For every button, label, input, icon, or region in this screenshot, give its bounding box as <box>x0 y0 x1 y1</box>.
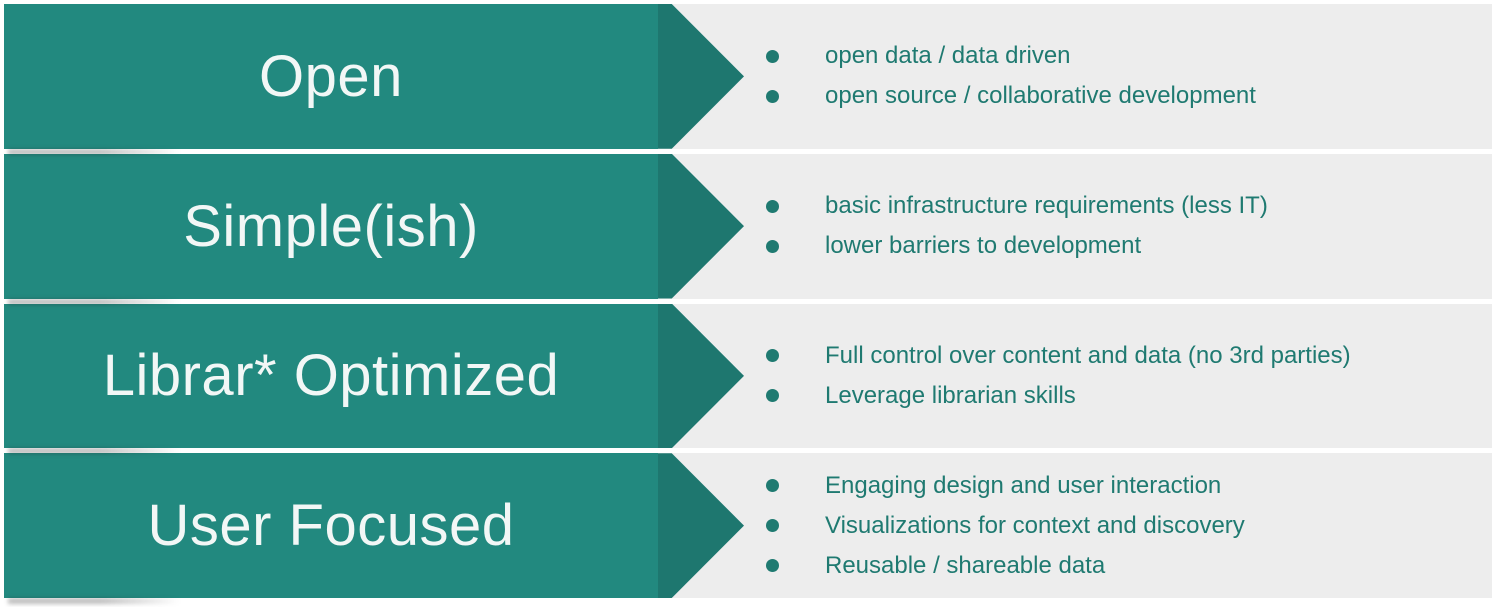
arrow-banner-user-focused: User Focused <box>4 453 744 604</box>
bullet-dot-icon <box>766 559 779 573</box>
bullet-text: open data / data driven <box>825 42 1071 70</box>
bullet-text: Reusable / shareable data <box>825 551 1106 579</box>
arrow-banner-simple: Simple(ish) <box>4 153 744 305</box>
bullet-dot-icon <box>766 199 779 213</box>
bullet-list: basic infrastructure requirements (less … <box>744 193 1268 259</box>
arrow-head-icon <box>658 453 744 598</box>
bullet-item: open data / data driven <box>766 43 1256 69</box>
arrow-banner-body: Open <box>4 4 658 149</box>
bullet-text: Engaging design and user interaction <box>825 471 1222 499</box>
bullet-dot-icon <box>766 49 779 63</box>
feature-row-user-focused: User Focused Engaging design and user in… <box>4 453 1492 604</box>
arrow-head-icon <box>658 303 744 449</box>
bullet-dot-icon <box>766 349 779 363</box>
feature-row-open: Open open data / data driven open source… <box>4 4 1492 155</box>
bullet-text: open source / collaborative development <box>825 82 1256 110</box>
arrow-banner-open: Open <box>4 4 744 155</box>
bullet-dot-icon <box>766 389 779 403</box>
banner-heading: User Focused <box>147 493 515 559</box>
bullet-text: Full control over content and data (no 3… <box>825 341 1351 369</box>
bullet-item: lower barriers to development <box>766 233 1268 259</box>
arrow-banner-librar-optimized: Librar* Optimized <box>4 303 744 455</box>
bullet-item: Leverage librarian skills <box>766 381 1351 409</box>
bullet-list: Full control over content and data (no 3… <box>744 341 1351 409</box>
arrow-banner-body: Librar* Optimized <box>4 303 658 449</box>
arrow-head-icon <box>658 4 744 149</box>
bullet-text: lower barriers to development <box>825 232 1142 260</box>
bullet-item: Full control over content and data (no 3… <box>766 341 1351 369</box>
bullet-list: Engaging design and user interaction Vis… <box>744 471 1245 579</box>
bullet-list: open data / data driven open source / co… <box>744 43 1256 109</box>
bullet-item: Visualizations for context and discovery <box>766 511 1245 539</box>
arrow-banner-body: User Focused <box>4 453 658 598</box>
feature-row-simple: Simple(ish) basic infrastructure require… <box>4 153 1492 305</box>
banner-heading: Librar* Optimized <box>102 343 560 409</box>
bullet-dot-icon <box>766 519 779 533</box>
arrow-banner-body: Simple(ish) <box>4 153 658 299</box>
bullet-item: Reusable / shareable data <box>766 551 1245 579</box>
arrow-head-icon <box>658 153 744 299</box>
feature-row-librar-optimized: Librar* Optimized Full control over cont… <box>4 303 1492 455</box>
bullet-text: Visualizations for context and discovery <box>825 511 1245 539</box>
banner-heading: Open <box>259 43 403 109</box>
bullet-text: basic infrastructure requirements (less … <box>825 192 1268 220</box>
bullet-item: basic infrastructure requirements (less … <box>766 193 1268 219</box>
bullet-dot-icon <box>766 89 779 103</box>
banner-drop-shadow <box>8 598 180 604</box>
bullet-text: Leverage librarian skills <box>825 381 1076 409</box>
bullet-item: open source / collaborative development <box>766 83 1256 109</box>
bullet-item: Engaging design and user interaction <box>766 471 1245 499</box>
bullet-dot-icon <box>766 239 779 253</box>
bullet-dot-icon <box>766 479 779 493</box>
banner-heading: Simple(ish) <box>183 193 479 259</box>
